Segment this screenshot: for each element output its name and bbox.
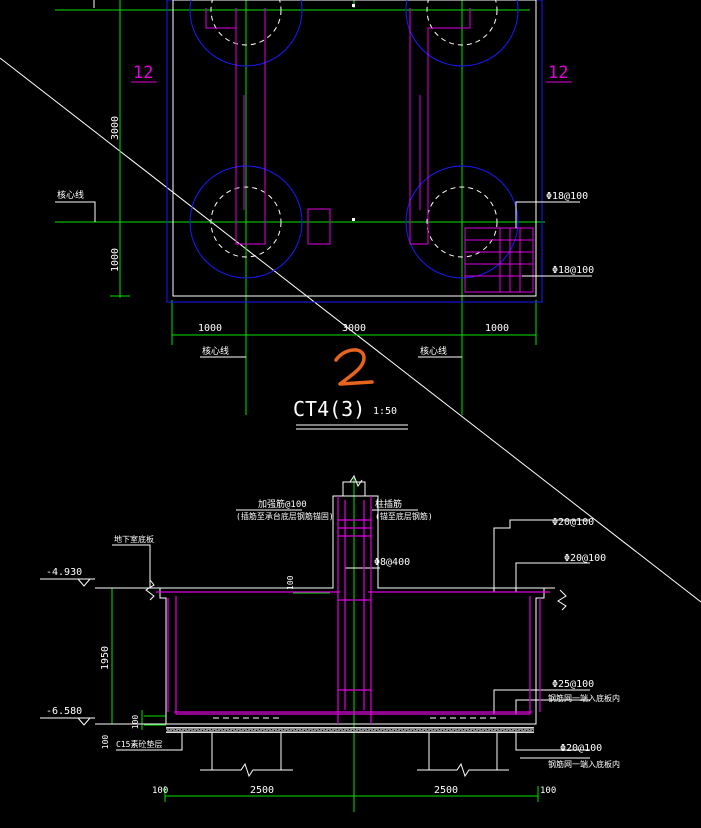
- label-12-right: 12: [548, 63, 568, 83]
- axis-label-left: 核心线: [57, 189, 84, 201]
- elevation-top: -4.930: [46, 567, 82, 578]
- dim-bottom-100-left: 100: [152, 786, 168, 796]
- pile-top-left: [189, 0, 303, 67]
- drawing-title: CT4(3): [293, 397, 365, 421]
- rebar-right-3: Φ25@100: [552, 679, 594, 690]
- drawing-scale: 1:50: [373, 406, 397, 417]
- note-top-left-1: 加强筋@100: [258, 498, 307, 510]
- rebar-right-3-note: 钢筋网一端入底板内: [548, 693, 620, 703]
- handwritten-mark-2: [334, 348, 374, 386]
- axis-label-bottom-right: 核心线: [420, 345, 447, 357]
- cushion-label: C15素砼垫层: [116, 739, 162, 749]
- pile-top-right: [405, 0, 519, 67]
- rebar-bottom-label: Φ18@100: [552, 265, 594, 276]
- elevation-bottom: -6.580: [46, 706, 82, 717]
- stirrup-label: Φ8@400: [374, 557, 410, 568]
- small-dim-100: 100: [286, 575, 295, 590]
- diagonal-line: [0, 57, 701, 603]
- basement-floor-label: 地下室底板: [114, 534, 154, 544]
- dim-bottom-100-right: 100: [540, 786, 556, 796]
- note-top-right-1: 柱插筋: [375, 498, 402, 510]
- rebar-right-4-note: 钢筋网一端入底板内: [548, 759, 620, 769]
- dim-bottom-2500-left: 2500: [250, 785, 274, 796]
- pile-cap-section: 加强筋@100 (插筋至承台底层钢筋锚固) 柱插筋 (锚至底层钢筋) Φ8@40…: [40, 474, 620, 812]
- label-12-left: 12: [133, 63, 153, 83]
- pile-cap-plan: 12 12 3000 1000 核心线 Φ18@100 Φ18@100 1000…: [55, 0, 594, 430]
- dim-1000-vertical: 1000: [110, 248, 121, 272]
- dim-100-b: 100: [101, 735, 110, 750]
- dim-100-a: 100: [131, 715, 140, 730]
- dim-1000-right: 1000: [485, 323, 509, 334]
- note-top-left-2: (插筋至承台底层钢筋锚固): [236, 511, 334, 521]
- axis-label-bottom-left: 核心线: [202, 345, 229, 357]
- rebar-top-label: Φ18@100: [546, 191, 588, 202]
- rebar-right-1: Φ20@100: [552, 517, 594, 528]
- dim-3000-horizontal: 3000: [342, 323, 366, 334]
- dim-1950: 1950: [100, 646, 111, 670]
- note-top-right-2: (锚至底层钢筋): [375, 511, 433, 521]
- dim-3000-vertical: 3000: [110, 116, 121, 140]
- rebar-right-2: Φ20@100: [564, 553, 606, 564]
- pile-bottom-right: [405, 165, 519, 279]
- rebar-right-4: Φ20@100: [560, 743, 602, 754]
- dim-1000-left: 1000: [198, 323, 222, 334]
- pile-bottom-left: [189, 165, 303, 279]
- dim-bottom-2500-right: 2500: [434, 785, 458, 796]
